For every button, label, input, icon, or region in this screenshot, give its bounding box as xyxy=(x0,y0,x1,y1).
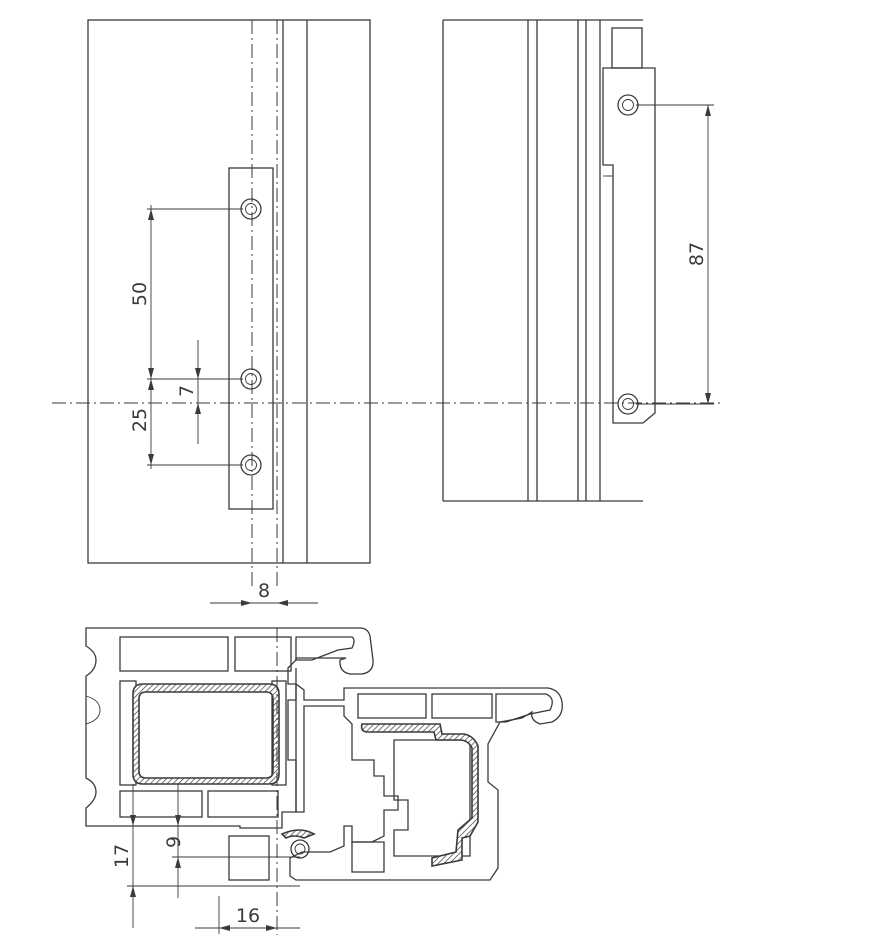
dimension-25: 25 xyxy=(129,379,243,469)
dimension-16: 16 xyxy=(195,896,300,934)
frame-chamber-top-nose xyxy=(295,636,355,661)
sash-inner-chamber xyxy=(393,739,471,857)
profile-cross-section: 17 9 16 xyxy=(85,627,563,935)
dimension-7: 7 xyxy=(176,340,201,444)
left-hinge-hole-bottom xyxy=(240,454,262,476)
right-hinge-hole-top xyxy=(617,94,639,116)
dimension-50-label: 50 xyxy=(129,282,151,306)
sash-chamber-2 xyxy=(431,693,493,719)
frame-chamber-top-right xyxy=(234,636,292,672)
frame-chamber-bottom-right xyxy=(207,790,279,818)
frame-steel-reinforcement xyxy=(132,683,280,785)
sash-chamber-3 xyxy=(495,693,553,723)
frame-profile-outline xyxy=(85,627,374,829)
gasket xyxy=(280,829,316,859)
right-top-block xyxy=(611,27,643,69)
dimension-17: 17 xyxy=(111,784,300,928)
sash-profile-outline xyxy=(289,668,563,881)
dimension-9: 9 xyxy=(163,784,300,898)
frame-chamber-bottom-left xyxy=(119,790,203,818)
dimension-25-label: 25 xyxy=(129,408,151,432)
dimension-16-label: 16 xyxy=(236,905,260,927)
dimension-50: 50 xyxy=(129,205,243,383)
left-frame-outline xyxy=(87,19,371,564)
dimension-87: 87 xyxy=(636,104,714,405)
left-hinge-hole-top xyxy=(240,198,262,220)
dimension-8: 8 xyxy=(210,580,318,606)
right-hinge-hole-bottom xyxy=(617,393,639,415)
sash-steel-reinforcement xyxy=(360,723,479,867)
dimension-9-label: 9 xyxy=(163,836,185,848)
sash-chamber-1 xyxy=(357,693,427,719)
dimension-87-label: 87 xyxy=(686,242,708,266)
sash-rebate xyxy=(351,841,385,873)
right-hinge-plate xyxy=(602,67,656,424)
dimension-7-label: 7 xyxy=(176,385,198,397)
frame-chamber-top-left xyxy=(119,636,229,672)
dimension-8-label: 8 xyxy=(258,580,270,602)
frame-chamber-right xyxy=(271,680,287,786)
left-elevation-view: 50 25 7 xyxy=(87,19,371,590)
dimension-17-label: 17 xyxy=(111,844,133,868)
left-hinge-plate xyxy=(228,167,274,510)
left-hinge-hole-middle xyxy=(240,368,262,390)
right-elevation-view: 87 xyxy=(442,19,714,502)
hinge-pin-square xyxy=(228,835,270,881)
